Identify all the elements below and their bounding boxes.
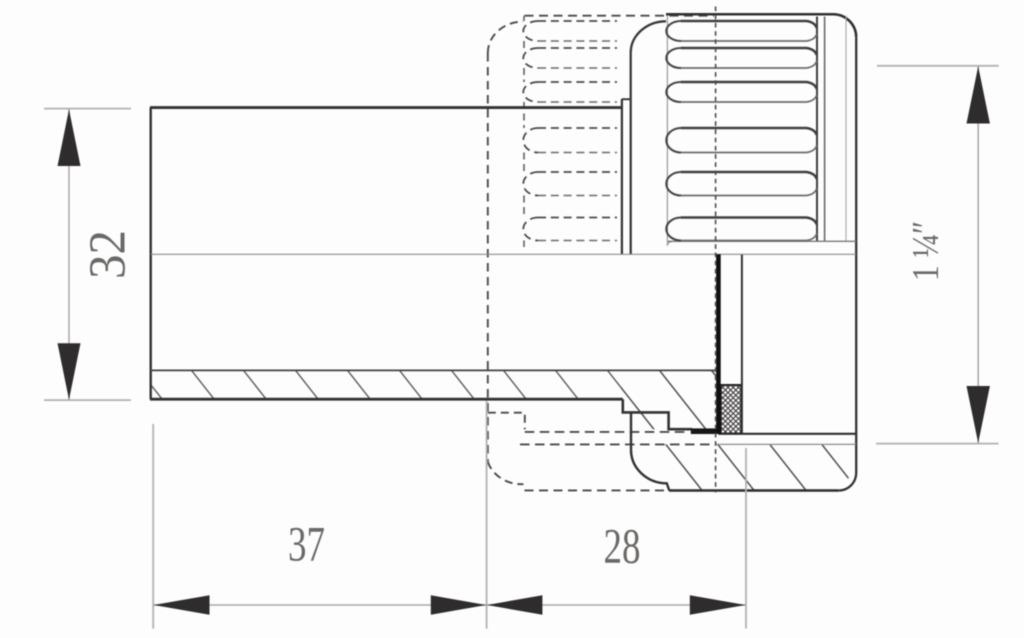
arrowhead-down <box>57 343 81 400</box>
hatch-line <box>867 370 964 493</box>
hatch-line <box>190 370 216 400</box>
hatch-line <box>398 370 424 400</box>
arrowhead-left <box>153 595 210 615</box>
rib-caps <box>665 19 682 242</box>
hidden-rib-bottom-lines <box>538 40 617 242</box>
hidden-shoulder-curve <box>486 20 524 54</box>
arrowhead-mid-right <box>430 595 487 615</box>
nut-bottom-left-profile <box>629 412 671 491</box>
hatch-line <box>867 370 964 493</box>
hatch-line <box>35 370 132 493</box>
dimension-32: 32 <box>44 107 137 401</box>
nut-section-details <box>690 254 857 446</box>
hidden-bottom-shoulder <box>486 461 524 486</box>
arrowhead-mid-left <box>487 595 543 615</box>
arrowhead-right <box>689 595 746 615</box>
arrowhead-up <box>57 109 81 166</box>
hatch-line <box>35 370 132 493</box>
section-hatch-body <box>35 370 964 493</box>
hatch-line <box>87 370 184 493</box>
arrowhead-up <box>966 66 990 124</box>
hatch-line <box>814 444 857 491</box>
arrowhead-down <box>966 386 990 443</box>
hatch-line <box>450 370 476 400</box>
pipe-outline <box>149 53 719 431</box>
rib-top-lines <box>681 19 818 225</box>
dimension-37-28: 37 28 <box>152 400 747 629</box>
hatch-line <box>658 444 757 491</box>
hatch-line <box>867 370 964 493</box>
hidden-nut-dashed-ribs <box>522 20 617 242</box>
hidden-rib-caps <box>522 20 539 242</box>
hatch-line <box>762 444 857 491</box>
seal-gasket <box>720 384 742 435</box>
hatch-line <box>87 370 184 493</box>
nut-shoulder-curve <box>629 20 667 54</box>
hatch-line <box>710 444 809 491</box>
hatch-line <box>346 370 372 400</box>
hatch-line <box>657 444 705 491</box>
rib-bottom-lines <box>681 33 818 242</box>
dim-label-28: 28 <box>604 518 641 574</box>
hidden-nut-dashed-outline <box>486 14 716 492</box>
dimension-thread: 1 ¼″ <box>876 64 999 445</box>
hatch-line <box>242 370 268 400</box>
union-nut-ribs <box>665 19 818 242</box>
hatch-line <box>554 370 580 400</box>
dim-label-thread: 1 ¼″ <box>905 221 947 281</box>
section-hatch-pipe-wall <box>35 370 964 493</box>
hatch-line <box>294 370 320 400</box>
hatch-line <box>87 370 184 493</box>
dim-label-32: 32 <box>80 230 137 279</box>
hatch-line <box>502 370 528 400</box>
hatch-line <box>815 370 912 493</box>
union-nut-outline <box>629 12 858 492</box>
hidden-rib-top-lines <box>538 20 617 219</box>
hidden-step-profile <box>487 411 526 430</box>
body-step-profile <box>621 399 692 431</box>
section-hatch-nut-band <box>35 370 964 493</box>
seat-black-bar <box>690 428 719 434</box>
nut-top-edge <box>666 12 858 38</box>
hatch-line <box>815 370 912 493</box>
nut-right-edge <box>838 37 858 492</box>
hatch-line <box>35 370 132 493</box>
hatch-line <box>150 382 164 400</box>
dim-label-37: 37 <box>288 516 325 572</box>
